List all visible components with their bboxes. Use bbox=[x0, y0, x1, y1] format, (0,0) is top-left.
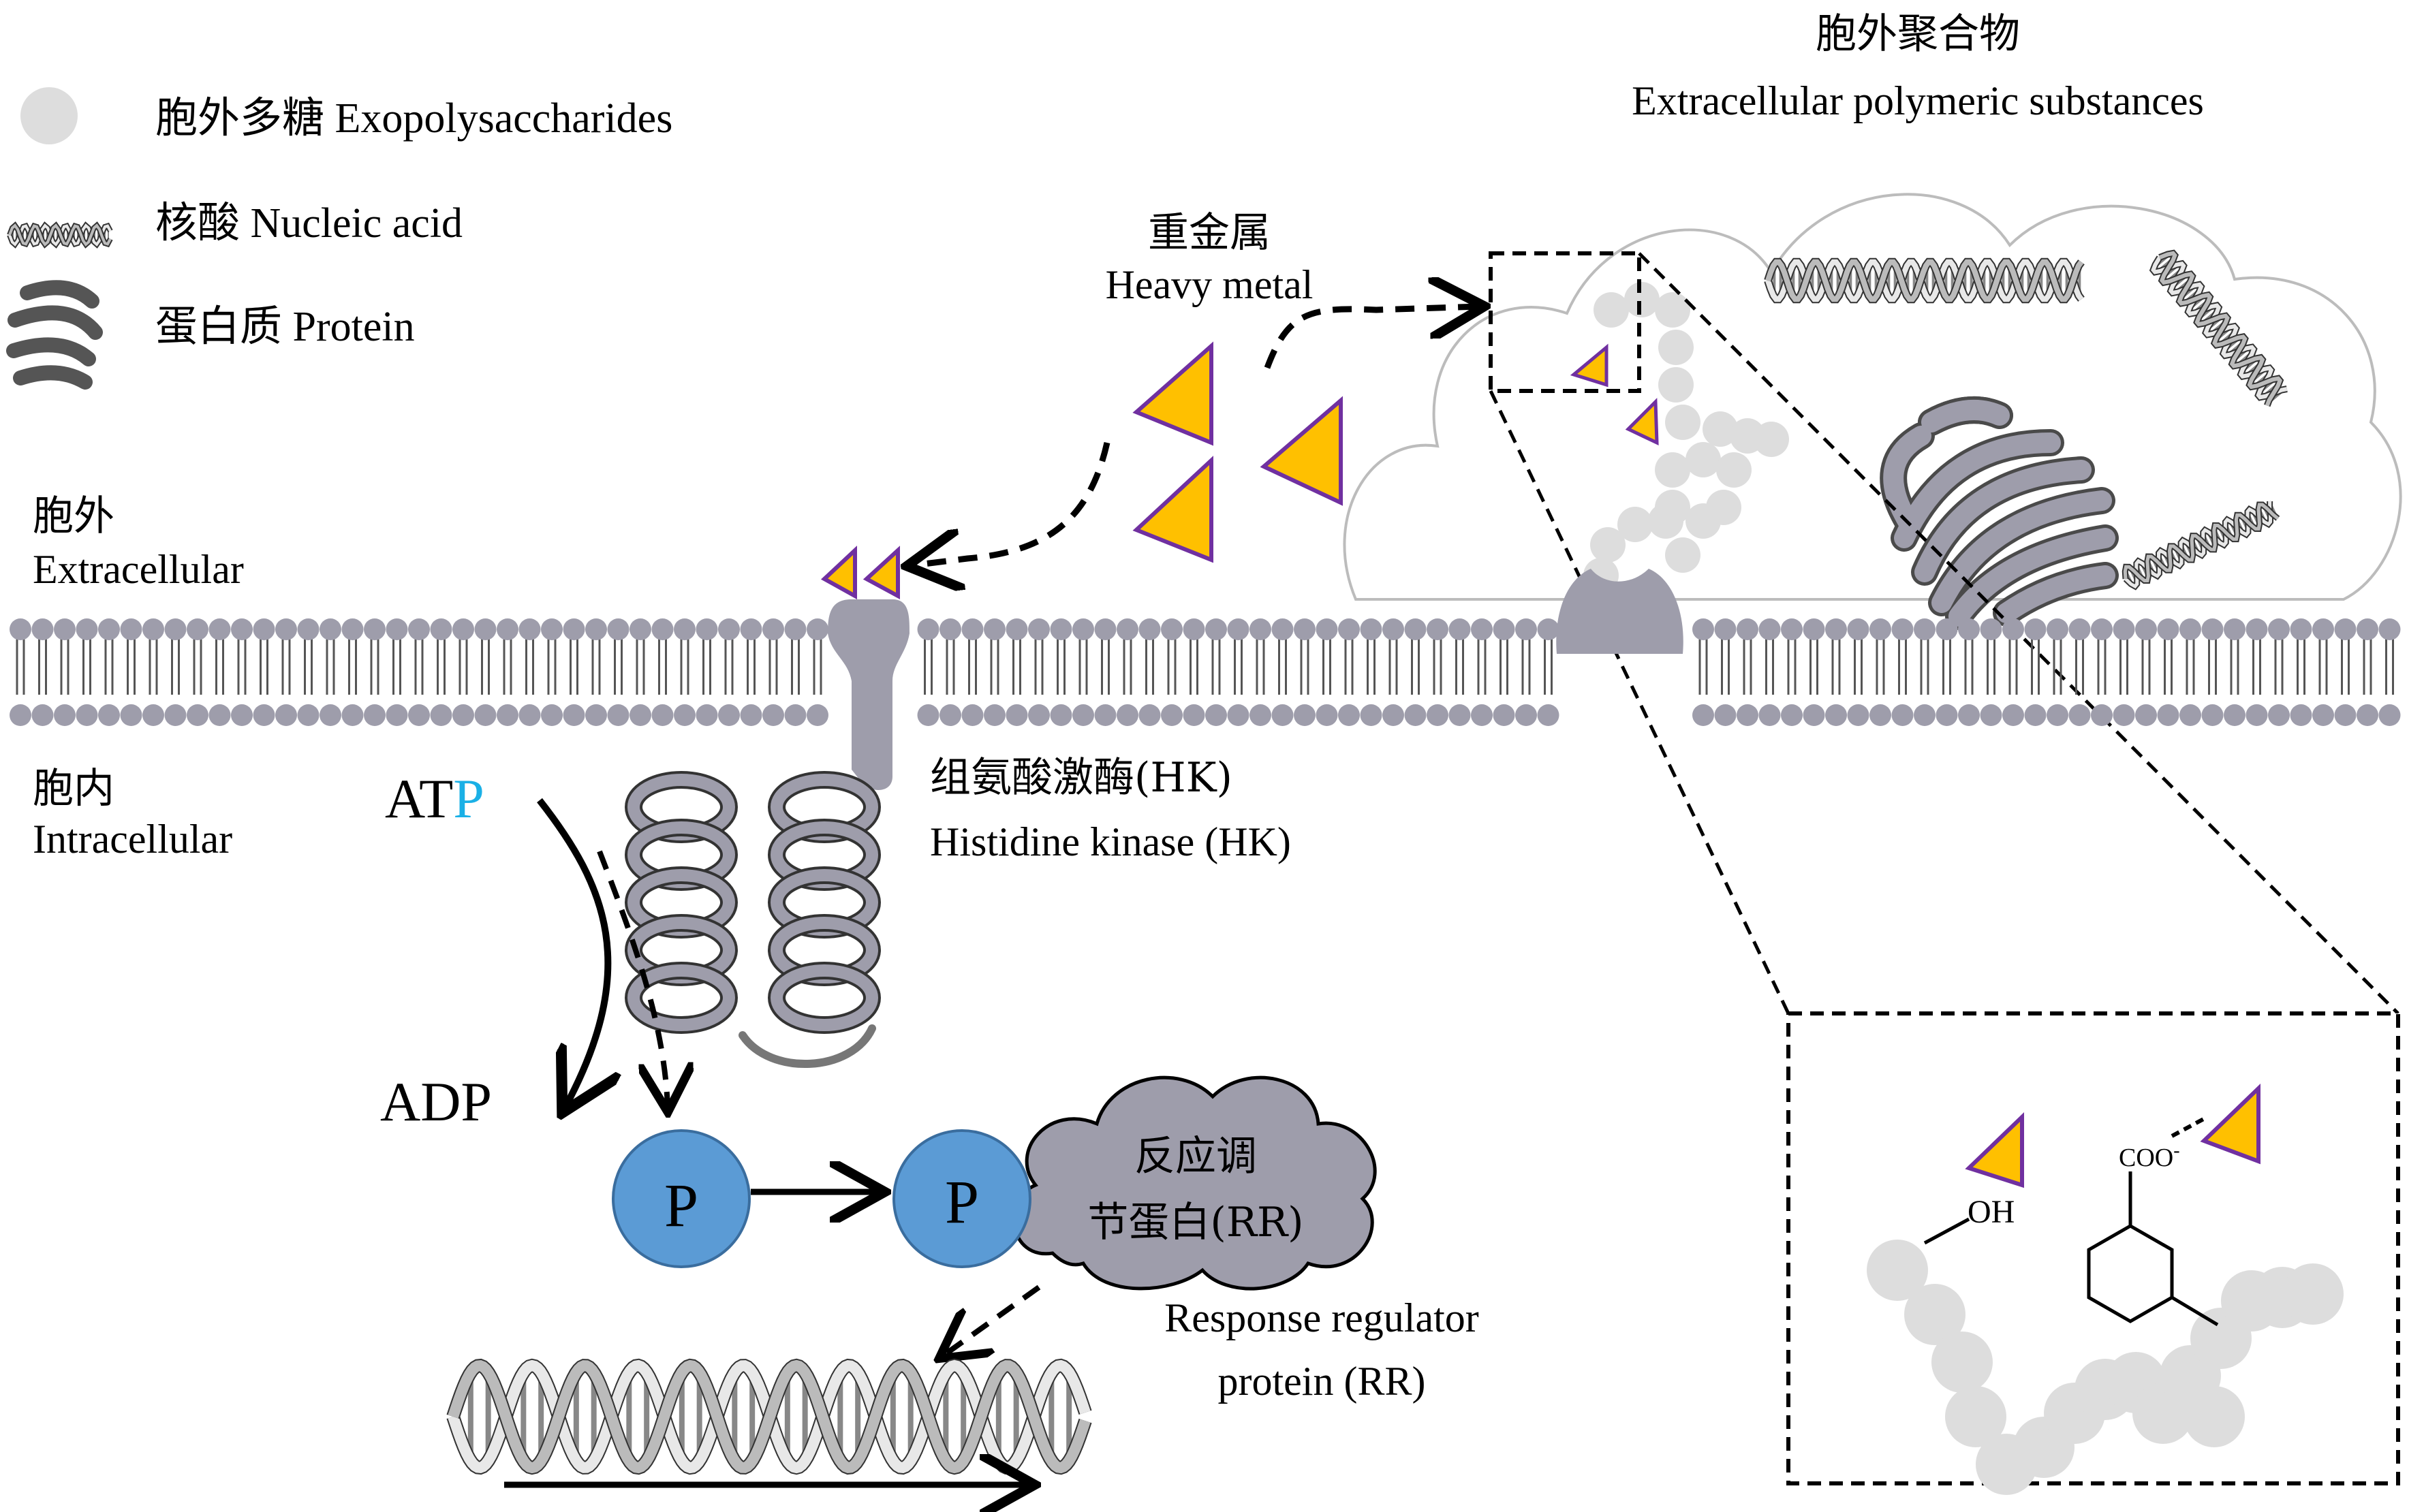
legend-nucleic-acid: 核酸 Nucleic acid bbox=[155, 200, 463, 247]
phosphate-circle-2 bbox=[892, 1129, 1031, 1268]
metal-flow-arrow-to-hk bbox=[913, 442, 1110, 565]
hydroxyl-bond bbox=[1923, 1217, 1970, 1245]
polysaccharide-legend-icon bbox=[20, 87, 78, 144]
atp-prefix: AT bbox=[385, 768, 453, 830]
protein-legend-icon bbox=[6, 280, 103, 390]
heavy-metal-1 bbox=[1132, 341, 1213, 446]
carboxylate-charge: - bbox=[2173, 1140, 2179, 1161]
extracellular-label-cn: 胞外 bbox=[33, 492, 114, 540]
atp-label: ATP bbox=[385, 768, 484, 830]
eps-nucleic-acid-small bbox=[2122, 501, 2280, 590]
hk-label-en: Histidine kinase (HK) bbox=[930, 819, 1291, 864]
rr-to-dna-arrow bbox=[944, 1285, 1041, 1355]
carboxylate-text: COO bbox=[2119, 1144, 2173, 1172]
response-regulator-cloud bbox=[1012, 1075, 1377, 1291]
metal-flow-arrow-to-eps bbox=[1264, 306, 1478, 369]
heavy-metal-label-cn: 重金属 bbox=[1148, 209, 1271, 257]
eps-nucleic-acid-diagonal bbox=[2149, 249, 2288, 407]
eps-membrane-channel bbox=[1556, 569, 1683, 654]
intracellular-label-en: Intracellular bbox=[33, 817, 232, 862]
atp-to-adp-arrow bbox=[537, 798, 608, 1107]
heavy-metal-bound-hk-1 bbox=[820, 546, 857, 600]
hk-label-cn: 组氨酸激酶(HK) bbox=[930, 754, 1232, 802]
heavy-metal-bound-1 bbox=[1570, 343, 1609, 388]
phosphate-label-2: P bbox=[945, 1169, 979, 1236]
hydroxyl-label: OH bbox=[1968, 1194, 2015, 1230]
eps-label-en: Extracellular polymeric substances bbox=[1632, 78, 2204, 123]
heavy-metal-2 bbox=[1260, 396, 1343, 506]
eps-polysaccharide-chain bbox=[1583, 282, 1789, 627]
carboxylate-label: COO- bbox=[2119, 1140, 2180, 1172]
zoom-heavy-metal-2 bbox=[2200, 1083, 2260, 1165]
heavy-metal-bound-2 bbox=[1625, 398, 1659, 446]
intracellular-label-cn: 胞内 bbox=[33, 765, 114, 813]
atp-phosphate: P bbox=[453, 768, 484, 830]
phosphate-transfer-arrow bbox=[597, 850, 668, 1107]
zoom-heavy-metal-1 bbox=[1965, 1112, 2024, 1188]
heavy-metal-label-en: Heavy metal bbox=[1106, 262, 1314, 307]
histidine-kinase-transmembrane bbox=[828, 599, 910, 790]
extracellular-label-en: Extracellular bbox=[33, 547, 244, 592]
rr-label-en-line1: Response regulator bbox=[1164, 1295, 1479, 1340]
adp-label: ADP bbox=[380, 1071, 492, 1133]
legend-protein: 蛋白质 Protein bbox=[155, 304, 415, 350]
phosphate-label-1: P bbox=[664, 1172, 698, 1240]
rr-label-en-line2: protein (RR) bbox=[1218, 1359, 1426, 1404]
legend: 胞外多糖 Exopolysaccharides 核酸 Nucleic acid … bbox=[6, 87, 672, 390]
rr-label-cn-line2: 节蛋白(RR) bbox=[1087, 1199, 1303, 1246]
cell-membrane bbox=[10, 618, 2401, 726]
target-gene-dna bbox=[446, 1358, 1092, 1475]
zoom-binding-line bbox=[2171, 1115, 2209, 1138]
histidine-kinase-helices bbox=[625, 771, 881, 1069]
eps-nucleic-acid-horizontal bbox=[1764, 257, 2085, 304]
eps-protein bbox=[1880, 396, 2119, 630]
carboxyl-ring-structure bbox=[2087, 1171, 2219, 1327]
eps-label-cn: 胞外聚合物 bbox=[1816, 10, 2020, 58]
zoom-line-bottom bbox=[1489, 390, 1790, 1015]
heavy-metal-3 bbox=[1132, 456, 1213, 563]
phosphate-circle-1 bbox=[612, 1129, 751, 1268]
heavy-metal-bound-hk-2 bbox=[863, 546, 900, 600]
zoom-line-top bbox=[1638, 252, 2399, 1015]
nucleic-acid-legend-icon bbox=[7, 221, 113, 249]
legend-exopolysaccharides: 胞外多糖 Exopolysaccharides bbox=[155, 95, 672, 142]
zoom-polysaccharide-chain bbox=[1867, 1240, 2344, 1495]
rr-label-cn-line1: 反应调 bbox=[1134, 1133, 1257, 1180]
